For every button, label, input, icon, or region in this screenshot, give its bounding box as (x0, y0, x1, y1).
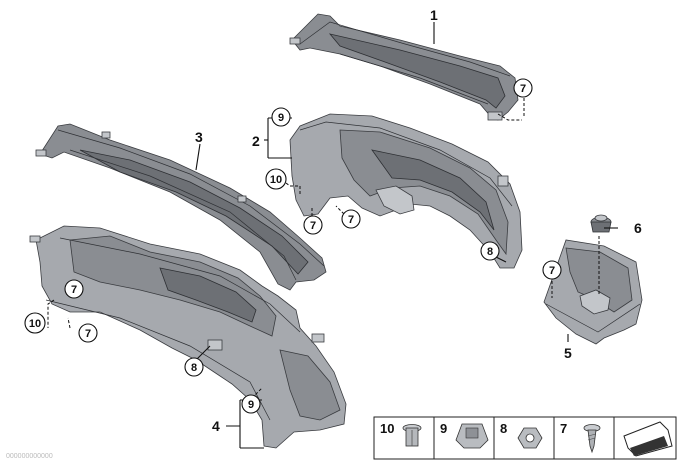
svg-text:8: 8 (191, 362, 197, 374)
callouts: 7 9 10 7 7 8 7 7 (24, 78, 562, 414)
catalog-arrow-icon (623, 421, 673, 457)
fastener-legend: 10 9 8 7 (373, 416, 677, 460)
screw-icon (583, 424, 601, 454)
clip-nut-icon (455, 423, 489, 449)
callout-9-a: 9 (271, 107, 291, 127)
legend-item-7: 7 (560, 421, 601, 454)
svg-text:7: 7 (310, 220, 316, 232)
callout-8-b: 8 (184, 357, 204, 377)
svg-text:7: 7 (85, 328, 91, 340)
watermark: 000000000000 (6, 453, 53, 460)
part-5-bracket-tray (543, 239, 643, 345)
svg-text:10: 10 (29, 318, 41, 330)
svg-text:8: 8 (487, 246, 493, 258)
svg-text:7: 7 (71, 284, 77, 296)
part-label-6: 6 (634, 220, 642, 236)
callout-9-b: 9 (241, 394, 261, 414)
callout-7-e: 7 (64, 279, 84, 299)
part-label-5: 5 (564, 345, 572, 361)
callout-7-d: 7 (542, 260, 562, 280)
svg-text:7: 7 (348, 214, 354, 226)
part-6-grommet (590, 214, 612, 233)
svg-text:8: 8 (500, 421, 507, 436)
svg-text:7: 7 (549, 265, 555, 277)
svg-text:7: 7 (560, 421, 567, 436)
part-2-wheel-arch-panel (289, 113, 523, 269)
callout-7-f: 7 (78, 323, 98, 343)
callout-7-c: 7 (341, 209, 361, 229)
part-1-upper-trim (289, 13, 519, 121)
callout-7-b: 7 (303, 215, 323, 235)
legend-item-8: 8 (500, 421, 543, 449)
legend-item-9: 9 (440, 421, 489, 449)
svg-text:10: 10 (270, 174, 282, 186)
svg-text:9: 9 (440, 421, 447, 436)
callout-8-a: 8 (480, 241, 500, 261)
callout-10-b: 10 (24, 312, 46, 334)
callout-10-a: 10 (265, 168, 287, 190)
svg-text:7: 7 (520, 83, 526, 95)
callout-7-a: 7 (513, 78, 533, 98)
part-3-long-trim (35, 123, 327, 291)
part-labels: 1 2 3 4 5 6 (195, 7, 642, 434)
part-label-2: 2 (252, 133, 260, 149)
part-label-1: 1 (430, 7, 438, 23)
svg-text:10: 10 (380, 421, 394, 436)
part-label-3: 3 (195, 129, 203, 145)
svg-text:9: 9 (278, 112, 284, 124)
part-4-lower-panel (29, 225, 347, 449)
expanding-nut-icon (402, 424, 422, 447)
part-label-4: 4 (212, 418, 220, 434)
svg-text:9: 9 (248, 399, 254, 411)
legend-item-10: 10 (380, 421, 422, 447)
hex-nut-icon (517, 427, 543, 449)
